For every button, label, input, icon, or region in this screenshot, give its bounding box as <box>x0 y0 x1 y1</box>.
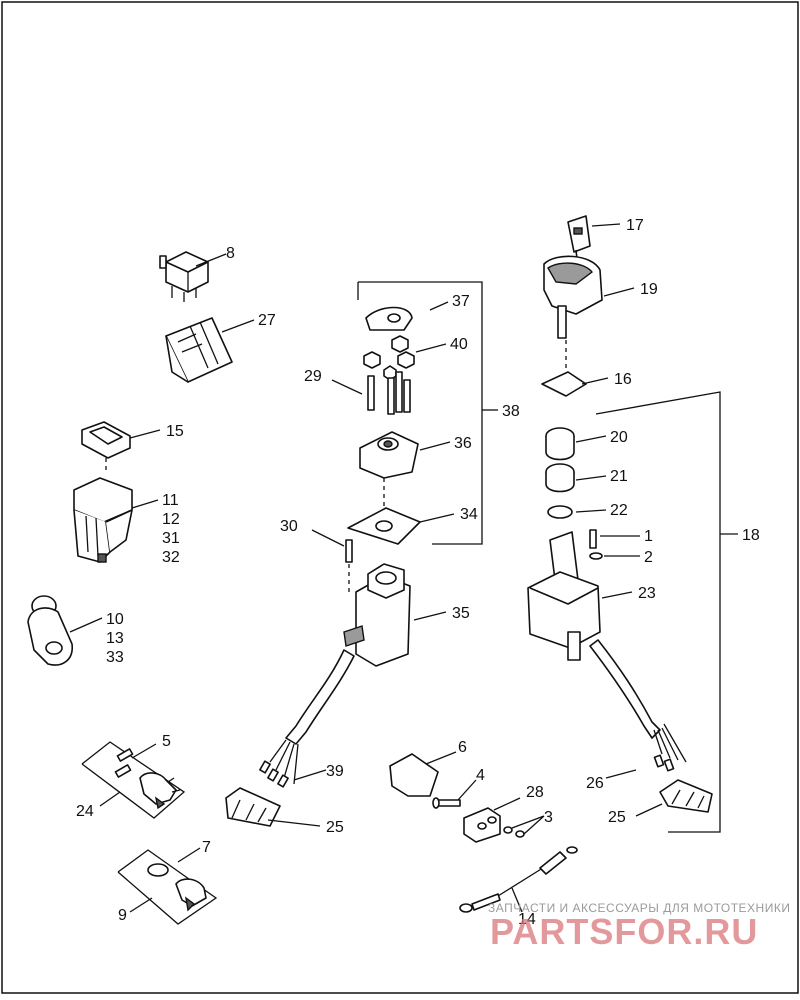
part-sender-group <box>117 849 218 925</box>
part-screw-1 <box>589 529 597 549</box>
callout-38: 38 <box>502 403 520 420</box>
callout-31: 31 <box>162 530 180 547</box>
callout-37: 37 <box>452 293 470 310</box>
callout-9: 9 <box>118 907 127 924</box>
callout-33: 33 <box>106 649 124 666</box>
callout-13: 13 <box>106 630 124 647</box>
part-screws-3 <box>503 826 525 838</box>
part-battery-cable <box>459 846 578 913</box>
callout-11: 11 <box>162 492 179 509</box>
part-key-tag <box>27 595 73 666</box>
callout-25-left: 25 <box>326 819 344 836</box>
part-relay <box>159 251 209 302</box>
callout-28: 28 <box>526 784 544 801</box>
callout-2: 2 <box>644 549 653 566</box>
callout-14: 14 <box>518 911 536 928</box>
callout-19: 19 <box>640 281 658 298</box>
bracket-38 <box>358 281 483 545</box>
part-switch-cover <box>359 431 419 479</box>
callout-24: 24 <box>76 803 94 820</box>
callout-16: 16 <box>614 371 632 388</box>
callout-numbers: 8 27 15 11 12 31 32 10 13 33 5 24 7 9 37… <box>76 217 760 928</box>
callout-17: 17 <box>626 217 644 234</box>
callout-23: 23 <box>638 585 656 602</box>
callout-20: 20 <box>610 429 628 446</box>
part-ring <box>545 463 575 493</box>
callout-30: 30 <box>280 518 298 535</box>
callout-8: 8 <box>226 245 235 262</box>
part-fuse-cover <box>81 421 131 474</box>
callout-10: 10 <box>106 611 124 628</box>
part-connector-left <box>225 787 281 827</box>
callout-35: 35 <box>452 605 470 622</box>
part-washer-2 <box>589 552 603 560</box>
callout-27: 27 <box>258 312 276 329</box>
part-key <box>567 215 591 269</box>
part-lock-cylinder <box>543 255 603 339</box>
part-circuit-breaker <box>463 807 501 843</box>
part-nuts <box>363 335 415 381</box>
watermark: ЗАПЧАСТИ И АКСЕССУАРЫ ДЛЯ МОТОТЕХНИКИ PA… <box>488 901 790 952</box>
callout-18: 18 <box>742 527 760 544</box>
callout-29: 29 <box>304 368 322 385</box>
callout-21: 21 <box>610 468 628 485</box>
part-pressure-switch-group <box>81 741 186 819</box>
callout-22: 22 <box>610 502 628 519</box>
part-relay-bracket <box>165 317 233 383</box>
leader-lines <box>69 223 738 913</box>
callout-39: 39 <box>326 763 344 780</box>
part-lock-plate <box>541 371 587 397</box>
callout-7: 7 <box>202 839 211 856</box>
watermark-logo: PARTSFOR.RU <box>490 911 758 952</box>
callout-36: 36 <box>454 435 472 452</box>
part-wire-harness-39 <box>259 649 355 788</box>
part-washer-22 <box>547 505 573 519</box>
part-collar <box>545 427 575 461</box>
part-ignition-switch-body <box>343 563 411 667</box>
callout-32: 32 <box>162 549 180 566</box>
callout-12: 12 <box>162 511 180 528</box>
callout-4: 4 <box>476 767 485 784</box>
callout-34: 34 <box>460 506 478 523</box>
part-switch-body-23 <box>527 531 601 661</box>
part-connector-right <box>659 779 713 813</box>
callout-5: 5 <box>162 733 171 750</box>
part-screws <box>367 371 411 415</box>
callout-26: 26 <box>586 775 604 792</box>
part-boot <box>389 753 439 797</box>
watermark-tagline: ЗАПЧАСТИ И АКСЕССУАРЫ ДЛЯ МОТОТЕХНИКИ <box>488 901 790 915</box>
part-screw-30 <box>345 539 353 563</box>
callout-6: 6 <box>458 739 467 756</box>
callout-25-right: 25 <box>608 809 626 826</box>
callout-40: 40 <box>450 336 468 353</box>
callout-15: 15 <box>166 423 184 440</box>
bracket-18 <box>595 391 721 833</box>
part-pin <box>432 797 461 809</box>
callout-1: 1 <box>644 528 653 545</box>
part-wire-harness-26 <box>589 639 687 772</box>
callout-3: 3 <box>544 809 553 826</box>
part-fuse-holder <box>73 477 133 563</box>
